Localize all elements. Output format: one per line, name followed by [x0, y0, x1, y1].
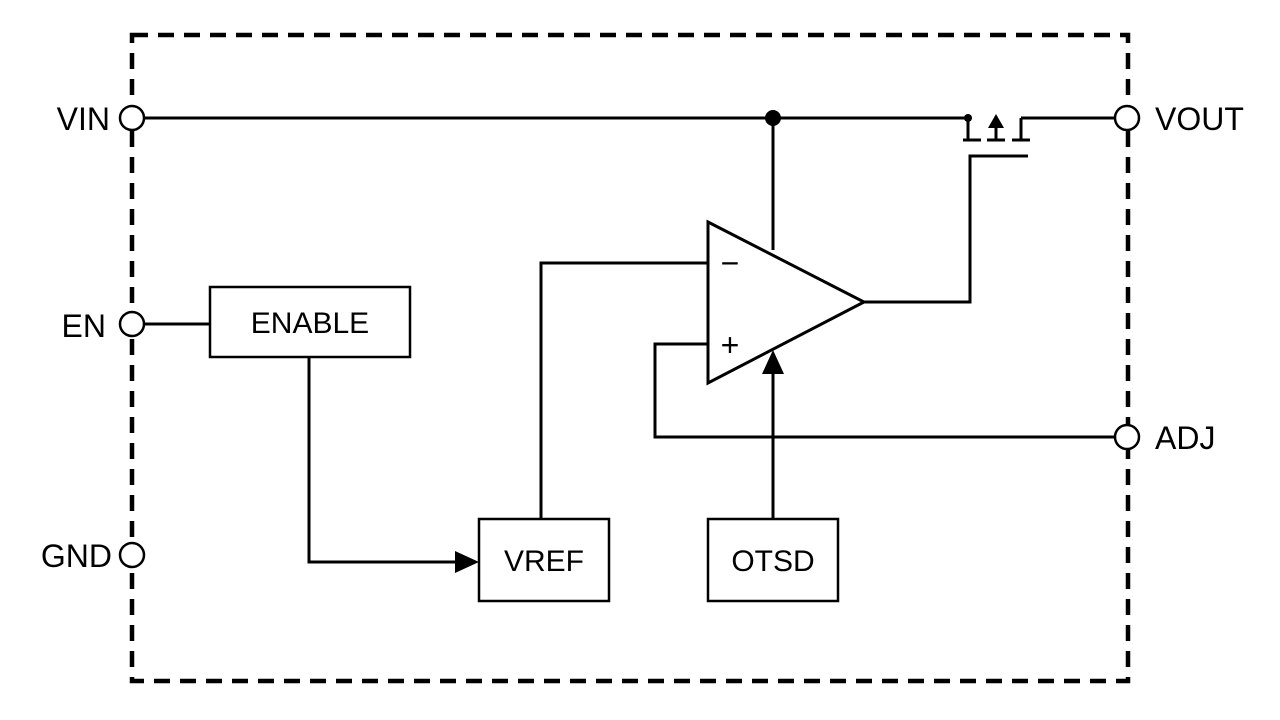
gate-drive-wire	[864, 154, 975, 304]
vin-pin	[118, 104, 146, 132]
otsd-block	[706, 517, 840, 603]
adj-label: ADJ	[1155, 420, 1215, 456]
vout-label: VOUT	[1155, 101, 1244, 137]
vin-label: VIN	[57, 101, 110, 137]
vref-block-label: VREF	[504, 545, 584, 578]
adj-feedback-wire	[653, 342, 1114, 439]
enable-to-vref-wire	[307, 357, 460, 564]
vref-to-amp-wire	[539, 261, 708, 519]
enable-arrowhead	[455, 551, 479, 573]
vref-block	[477, 517, 611, 603]
gnd-label: GND	[41, 538, 112, 574]
chip-boundary	[129, 32, 1131, 684]
gnd-pin	[118, 541, 146, 569]
inverting-input-sign: −	[721, 245, 740, 281]
adj-pin	[1113, 423, 1141, 451]
enable-block	[208, 285, 412, 359]
vout-pin	[1113, 104, 1141, 132]
non-inverting-input-sign: +	[721, 327, 740, 363]
enable-block-label: ENABLE	[251, 307, 369, 340]
error-amplifier	[706, 219, 868, 386]
otsd-arrowhead	[762, 350, 784, 374]
otsd-block-label: OTSD	[731, 545, 814, 578]
pass-transistor	[963, 114, 1030, 158]
en-pin	[118, 310, 146, 338]
en-label: EN	[62, 308, 106, 344]
